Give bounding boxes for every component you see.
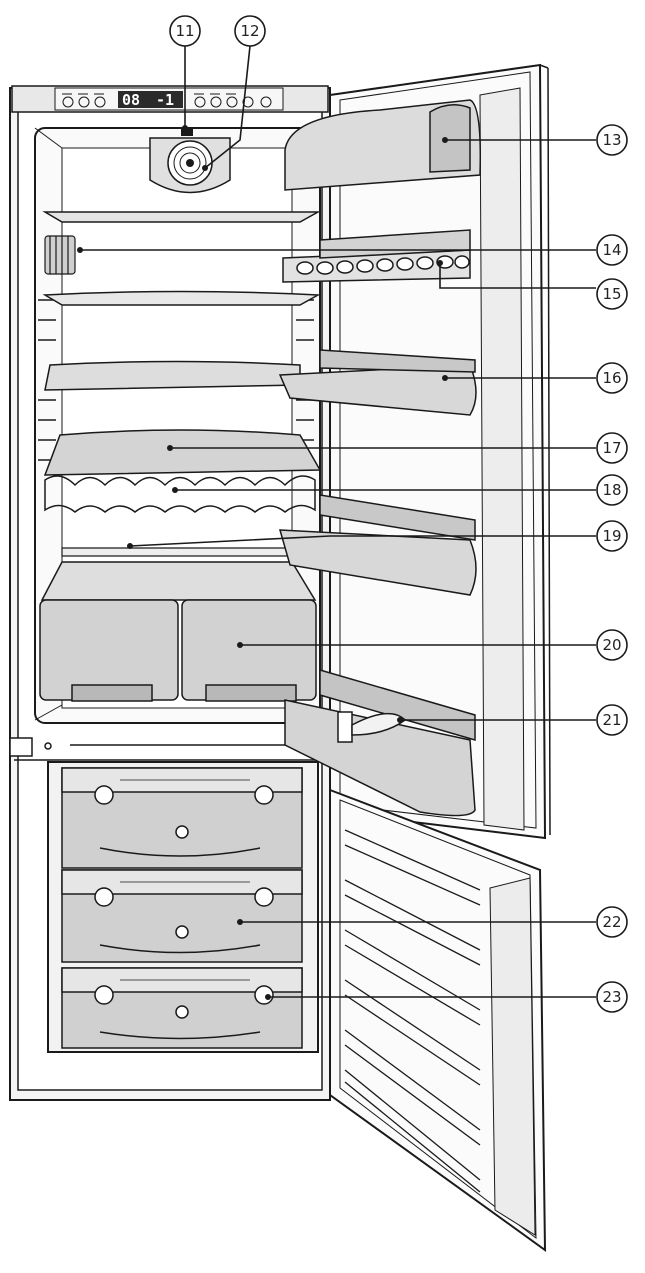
callout-21: 21: [596, 704, 628, 736]
glass-shelf: [43, 429, 322, 476]
callout-13: 13: [596, 124, 628, 156]
svg-text:22: 22: [602, 913, 621, 931]
leader-12: [204, 45, 251, 169]
svg-text:17: 17: [602, 439, 621, 457]
svg-text:18: 18: [602, 481, 621, 499]
bottle-balcony: [284, 699, 476, 817]
svg-text:15: 15: [602, 285, 621, 303]
callout-16: 16: [596, 362, 628, 394]
leader-15: [439, 263, 596, 289]
control-buttons-left: [62, 93, 106, 108]
svg-text:16: 16: [602, 369, 621, 387]
leader-lines: [80, 45, 596, 998]
fridge-compartment: [34, 127, 322, 724]
freezer-drawers: [61, 767, 303, 1049]
callout-20: 20: [596, 629, 628, 661]
control-buttons-right: [194, 93, 272, 108]
temperature-right-readout: -1: [156, 91, 174, 109]
callouts: 11 12 13 14 15 16 17 18: [169, 15, 628, 1013]
callout-18: 18: [596, 474, 628, 506]
callout-22: 22: [596, 906, 628, 938]
control-panel: 08 -1: [11, 85, 329, 113]
callout-14: 14: [596, 234, 628, 266]
svg-text:23: 23: [602, 988, 621, 1006]
callout-11: 11: [169, 15, 201, 47]
compartment-divider: [9, 737, 328, 761]
freezer-door: [329, 788, 547, 1252]
callout-12: 12: [234, 15, 266, 47]
interior-light: [181, 127, 193, 136]
svg-text:13: 13: [602, 131, 621, 149]
callout-17: 17: [596, 432, 628, 464]
freezer-compartment: [47, 761, 319, 1053]
callout-23: 23: [596, 981, 628, 1013]
shelf-top: [42, 211, 321, 223]
svg-text:21: 21: [602, 711, 621, 729]
svg-text:14: 14: [602, 241, 621, 259]
leader-19: [129, 535, 596, 547]
callout-19: 19: [596, 520, 628, 552]
crisper-drawers: [39, 599, 317, 702]
temperature-display: [118, 91, 183, 108]
svg-text:20: 20: [602, 636, 621, 654]
svg-text:19: 19: [602, 527, 621, 545]
callout-15: 15: [596, 278, 628, 310]
crisper-cover: [61, 547, 293, 557]
bottle-rack: [44, 235, 76, 275]
svg-text:11: 11: [175, 22, 194, 40]
fan-unit: [149, 137, 231, 194]
wine-rack: [44, 475, 316, 513]
temperature-left-readout: 08: [122, 91, 140, 109]
door-balconies: [278, 99, 482, 817]
bottle-holder: [337, 711, 353, 743]
shelf-second: [42, 290, 321, 306]
door-shelf-lower: [278, 529, 477, 596]
shelf-third: [44, 360, 301, 391]
svg-text:12: 12: [240, 22, 259, 40]
